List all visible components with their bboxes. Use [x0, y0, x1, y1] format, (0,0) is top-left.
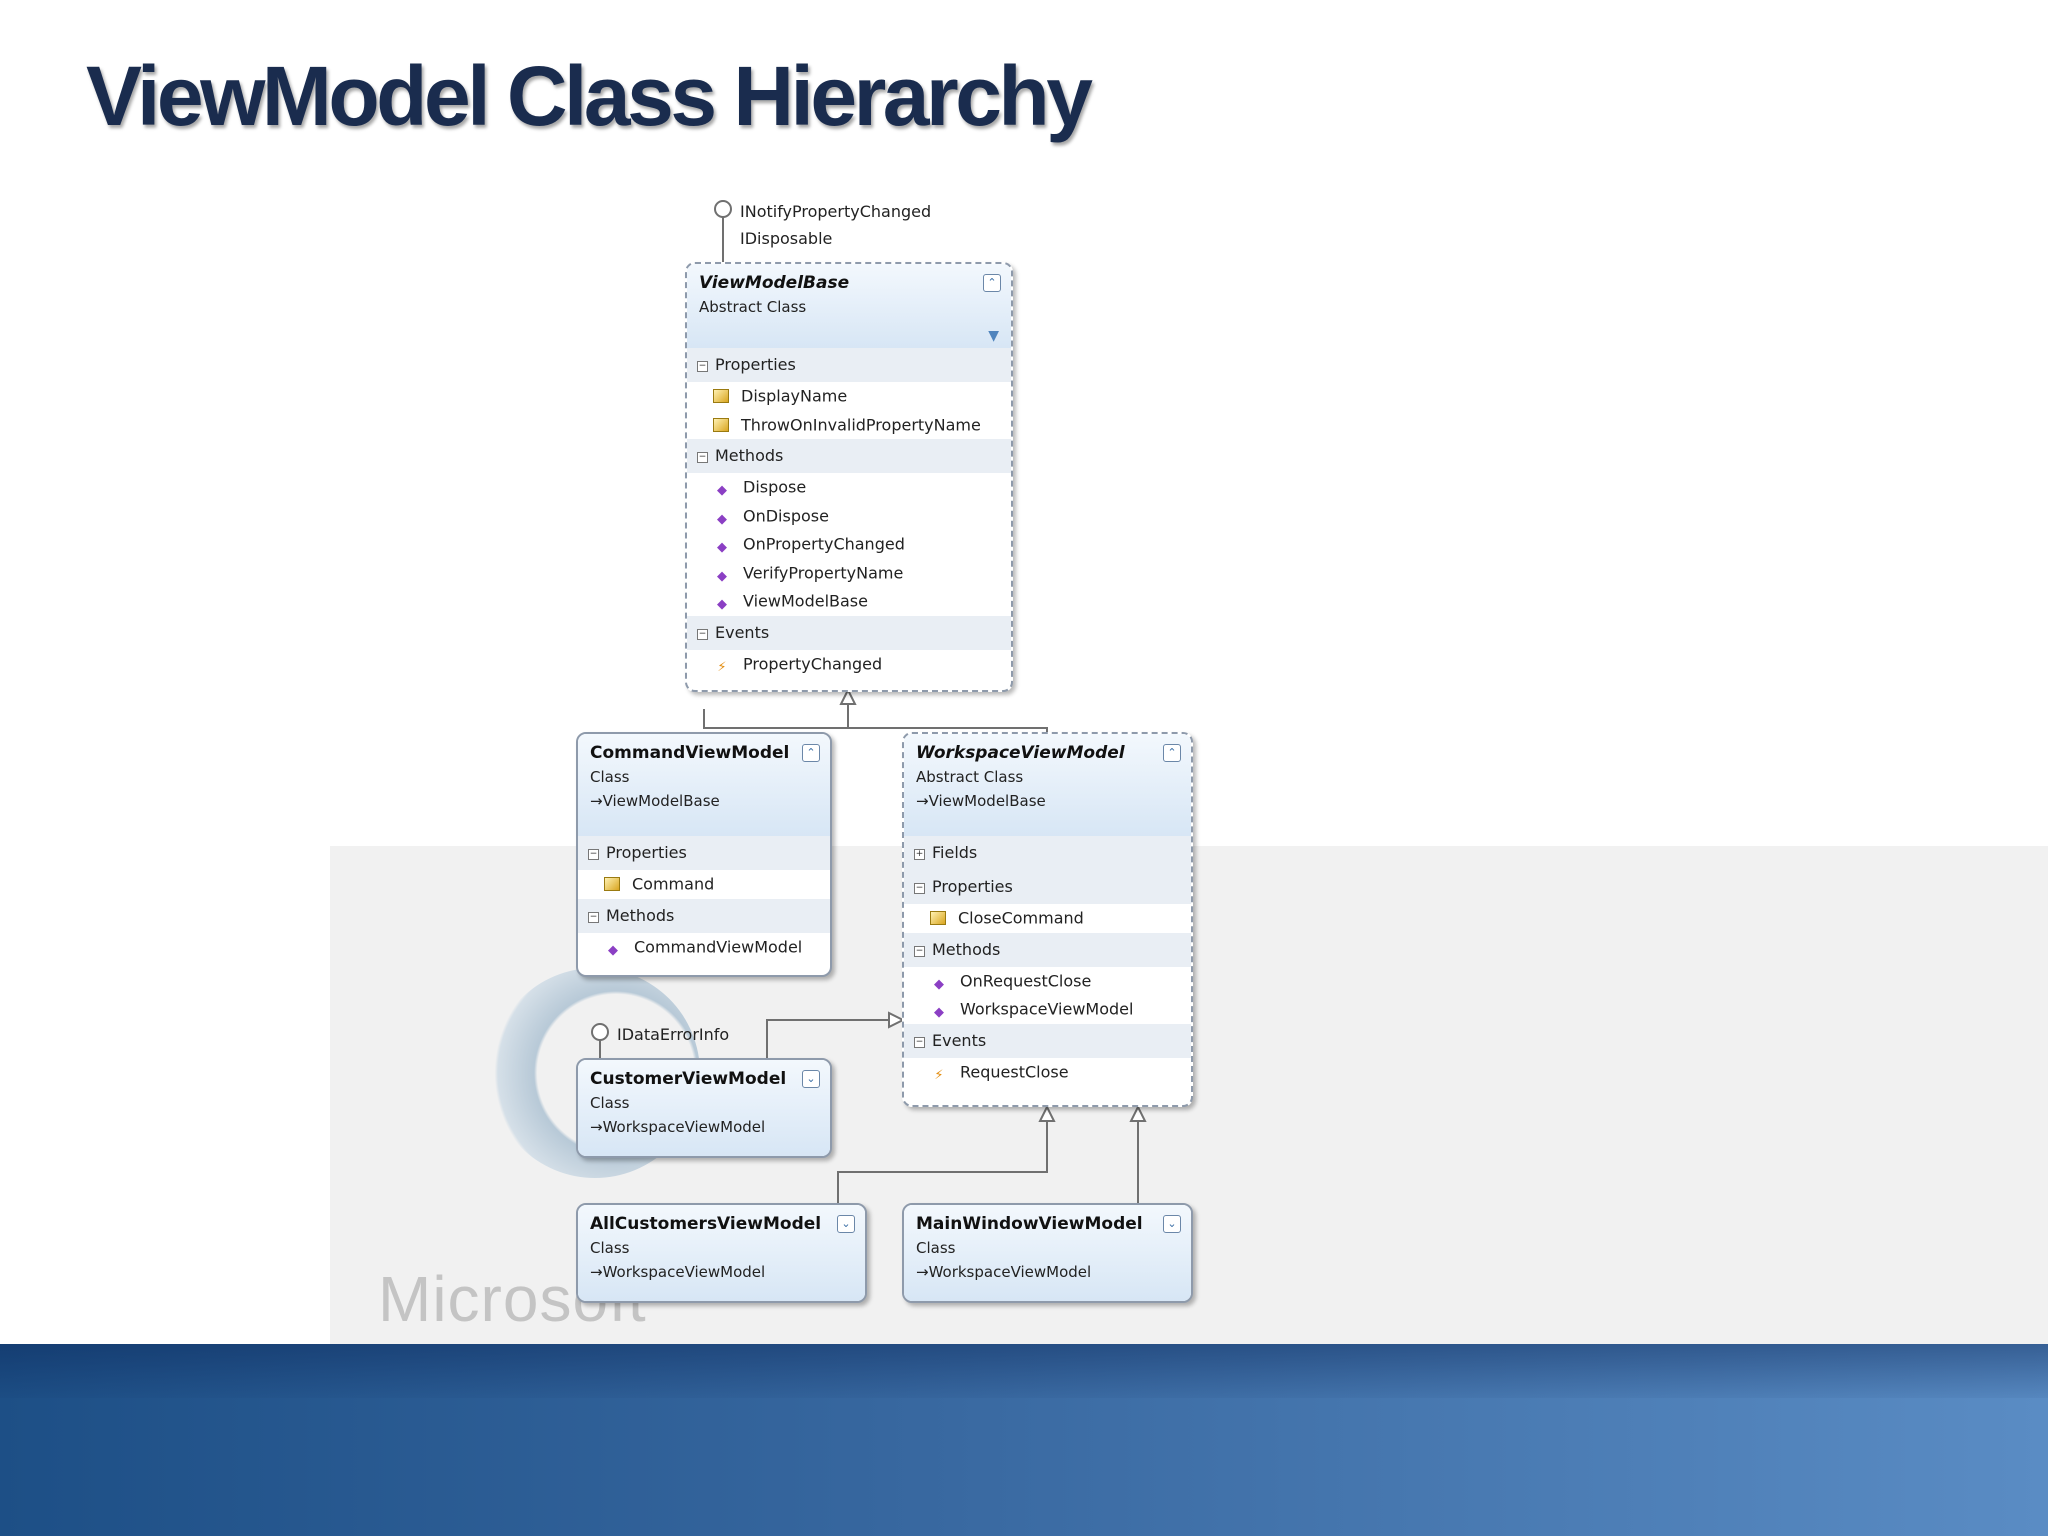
collapse-minus-icon[interactable]: − — [697, 628, 708, 640]
class-kind: Class — [916, 1239, 956, 1257]
property-icon — [930, 911, 946, 925]
class-box-allcustomersviewmodel[interactable]: AllCustomersViewModel Class WorkspaceVie… — [576, 1203, 867, 1303]
member-event[interactable]: ⚡PropertyChanged — [687, 650, 1011, 679]
class-name: WorkspaceViewModel — [916, 743, 1125, 763]
property-icon — [604, 877, 620, 891]
expand-chevron-down-icon[interactable]: ⌄ — [837, 1215, 855, 1233]
class-box-header: CustomerViewModel Class WorkspaceViewMod… — [578, 1060, 830, 1156]
inheritance-connector — [766, 1019, 888, 1058]
member-method[interactable]: ◆CommandViewModel — [578, 933, 830, 962]
class-box-header: ViewModelBase Abstract Class ⌃ ▼ — [687, 264, 1011, 348]
member-property[interactable]: ThrowOnInvalidPropertyName — [687, 411, 1011, 440]
interface-label-inotifypropertychanged: INotifyPropertyChanged — [740, 202, 932, 221]
collapse-minus-icon[interactable]: − — [914, 883, 925, 894]
member-property[interactable]: DisplayName — [687, 382, 1011, 411]
member-method[interactable]: ◆OnRequestClose — [904, 967, 1191, 996]
class-base: ViewModelBase — [916, 789, 1179, 813]
filter-icon[interactable]: ▼ — [988, 328, 999, 344]
class-box-header: AllCustomersViewModel Class WorkspaceVie… — [578, 1205, 865, 1301]
section-header-properties[interactable]: −Properties — [687, 348, 1011, 382]
property-icon — [713, 417, 729, 432]
slide-title: ViewModel Class Hierarchy — [86, 49, 1093, 143]
collapse-minus-icon[interactable]: − — [914, 1036, 925, 1048]
section-header-methods[interactable]: −Methods — [904, 932, 1191, 967]
lollipop-interface-icon — [591, 1023, 609, 1041]
member-method[interactable]: ◆OnDispose — [687, 502, 1011, 531]
inheritance-arrow-icon — [888, 1011, 906, 1029]
method-icon: ◆ — [717, 483, 727, 498]
expand-chevron-down-icon[interactable]: ⌄ — [802, 1070, 820, 1088]
class-name: CustomerViewModel — [590, 1069, 787, 1089]
lollipop-interface-icon — [714, 200, 732, 218]
method-icon: ◆ — [717, 597, 727, 612]
inheritance-arrow-icon — [1129, 1104, 1147, 1122]
section-header-methods[interactable]: −Methods — [687, 439, 1011, 473]
collapse-minus-icon[interactable]: − — [914, 945, 925, 957]
class-box-customerviewmodel[interactable]: CustomerViewModel Class WorkspaceViewMod… — [576, 1058, 832, 1158]
member-method[interactable]: ◆VerifyPropertyName — [687, 559, 1011, 588]
property-icon — [713, 389, 729, 403]
member-method[interactable]: ◆WorkspaceViewModel — [904, 995, 1191, 1024]
section-header-events[interactable]: −Events — [904, 1023, 1191, 1058]
class-kind: Class — [590, 768, 630, 786]
class-kind: Class — [590, 1239, 630, 1257]
method-icon: ◆ — [717, 540, 727, 555]
member-method[interactable]: ◆ViewModelBase — [687, 587, 1011, 616]
collapse-chevron-up-icon[interactable]: ⌃ — [983, 274, 1001, 292]
class-base: ViewModelBase — [590, 789, 818, 813]
class-box-mainwindowviewmodel[interactable]: MainWindowViewModel Class WorkspaceViewM… — [902, 1203, 1193, 1303]
class-box-commandviewmodel[interactable]: CommandViewModel Class ViewModelBase ⌃ −… — [576, 732, 832, 977]
inheritance-arrow-icon — [839, 687, 857, 705]
collapse-chevron-up-icon[interactable]: ⌃ — [1163, 744, 1181, 762]
class-box-workspaceviewmodel[interactable]: WorkspaceViewModel Abstract Class ViewMo… — [902, 732, 1193, 1107]
section-header-events[interactable]: −Events — [687, 615, 1011, 650]
method-icon: ◆ — [717, 568, 727, 584]
class-box-header: WorkspaceViewModel Abstract Class ViewMo… — [904, 734, 1191, 836]
class-kind: Abstract Class — [916, 768, 1024, 786]
collapse-minus-icon[interactable]: − — [697, 361, 708, 372]
method-icon: ◆ — [934, 976, 944, 992]
class-kind: Class — [590, 1094, 630, 1112]
class-box-header: MainWindowViewModel Class WorkspaceViewM… — [904, 1205, 1191, 1301]
collapse-minus-icon[interactable]: − — [588, 849, 599, 860]
class-name: AllCustomersViewModel — [590, 1214, 822, 1234]
inheritance-connector — [837, 1122, 1048, 1203]
class-kind: Abstract Class — [699, 298, 807, 316]
section-header-fields[interactable]: +Fields — [904, 836, 1191, 870]
footer-band — [0, 1344, 2048, 1536]
class-box-viewmodelbase[interactable]: ViewModelBase Abstract Class ⌃ ▼ −Proper… — [685, 262, 1013, 692]
event-lightning-icon: ⚡ — [717, 659, 727, 675]
class-name: MainWindowViewModel — [916, 1214, 1143, 1234]
section-header-methods[interactable]: −Methods — [578, 898, 830, 933]
member-property[interactable]: CloseCommand — [904, 904, 1191, 933]
member-property[interactable]: Command — [578, 870, 830, 899]
class-base: WorkspaceViewModel — [590, 1115, 818, 1139]
section-header-properties[interactable]: −Properties — [578, 836, 830, 870]
collapse-chevron-up-icon[interactable]: ⌃ — [802, 744, 820, 762]
class-name: CommandViewModel — [590, 743, 790, 763]
class-base: WorkspaceViewModel — [916, 1260, 1179, 1284]
interface-label-idataerrorinfo: IDataErrorInfo — [617, 1025, 730, 1044]
member-method[interactable]: ◆OnPropertyChanged — [687, 530, 1011, 559]
expand-plus-icon[interactable]: + — [914, 849, 925, 860]
class-base: WorkspaceViewModel — [590, 1260, 853, 1284]
section-header-properties[interactable]: −Properties — [904, 870, 1191, 904]
member-method[interactable]: ◆Dispose — [687, 473, 1011, 502]
method-icon: ◆ — [717, 511, 727, 527]
inheritance-arrow-icon — [1038, 1104, 1056, 1122]
method-icon: ◆ — [608, 942, 618, 958]
expand-chevron-down-icon[interactable]: ⌄ — [1163, 1215, 1181, 1233]
method-icon: ◆ — [934, 1005, 944, 1020]
interface-label-idisposable: IDisposable — [740, 229, 833, 248]
member-event[interactable]: ⚡RequestClose — [904, 1058, 1191, 1087]
class-box-header: CommandViewModel Class ViewModelBase ⌃ — [578, 734, 830, 836]
collapse-minus-icon[interactable]: − — [697, 452, 708, 463]
event-lightning-icon: ⚡ — [934, 1067, 944, 1083]
collapse-minus-icon[interactable]: − — [588, 911, 599, 923]
inheritance-connector — [703, 709, 1048, 734]
class-name: ViewModelBase — [699, 273, 850, 293]
